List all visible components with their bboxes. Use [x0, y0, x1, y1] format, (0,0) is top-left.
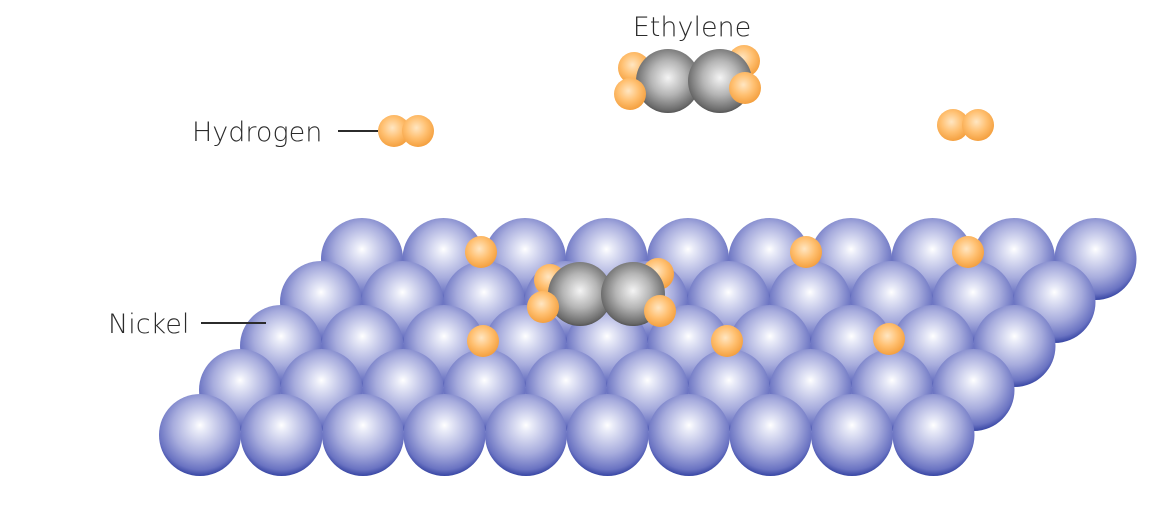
adsorbed-hydrogen-atoms: [465, 236, 984, 357]
adsorbed-hydrogen-atom: [711, 325, 743, 357]
adsorbed-ethylene-molecule: [527, 258, 676, 327]
nickel-surface: [159, 218, 1137, 476]
nickel-atom: [485, 394, 567, 476]
nickel-atom: [240, 394, 323, 476]
nickel-atom: [729, 394, 812, 476]
hydrogen-atom: [962, 109, 994, 141]
nickel-atom: [566, 394, 649, 476]
hydrogen-label: Hydrogen: [192, 117, 322, 148]
ethylene-label: Ethylene: [633, 12, 752, 43]
carbon-atom: [636, 49, 700, 113]
hydrogen-atom: [937, 109, 969, 141]
hydrogen-atom: [402, 115, 434, 147]
adsorbed-hydrogen-atom: [952, 236, 984, 268]
nickel-atom: [159, 394, 241, 476]
adsorbed-hydrogen-atom: [790, 236, 822, 268]
adsorbed-hydrogen-atom: [873, 323, 905, 355]
adsorbed-hydrogen-atom: [467, 325, 499, 357]
hydrogen-atom: [614, 78, 646, 110]
carbon-atom: [548, 262, 612, 326]
hydrogen-atom: [527, 291, 559, 323]
hydrogen-atom: [729, 72, 761, 104]
hydrogen-atom: [378, 115, 410, 147]
hydrogen-molecule: [378, 115, 434, 147]
nickel-atom: [811, 394, 893, 476]
nickel-atom: [648, 394, 730, 476]
nickel-atom: [892, 394, 975, 476]
hydrogen-molecule: [937, 109, 994, 141]
ethylene-molecule: [614, 45, 761, 113]
hydrogen-atom: [644, 295, 676, 327]
adsorbed-hydrogen-atom: [465, 236, 497, 268]
nickel-atom: [322, 394, 404, 476]
nickel-label: Nickel: [108, 309, 189, 340]
nickel-atom: [403, 394, 486, 476]
